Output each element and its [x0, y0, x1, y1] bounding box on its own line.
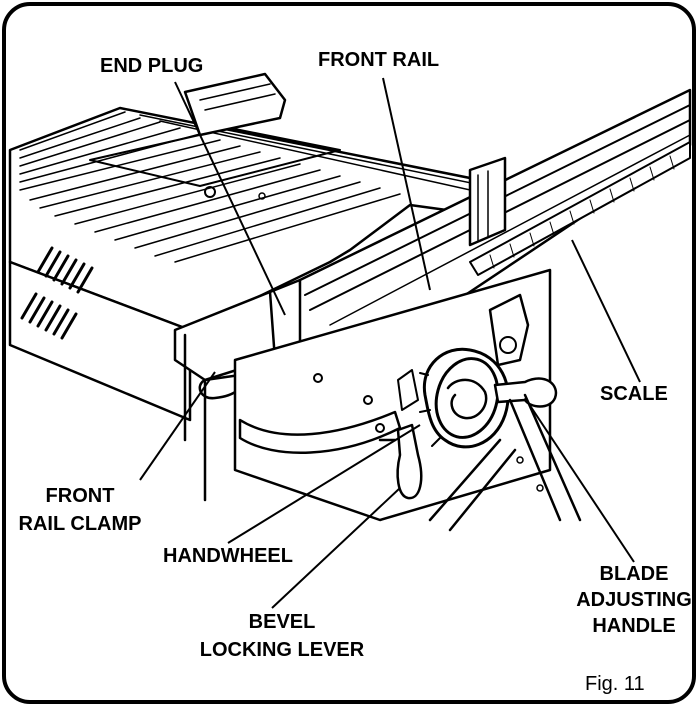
label-front-rail-clamp-line2: RAIL CLAMP — [19, 513, 142, 535]
leader-lines — [139, 77, 641, 609]
label-scale: SCALE — [600, 383, 668, 405]
leader-front-rail — [382, 77, 431, 291]
label-bevel-locking-lever-line2: LOCKING LEVER — [200, 639, 365, 661]
figure-caption: Fig. 11 — [585, 673, 645, 695]
bevel-locking-lever[interactable] — [396, 423, 423, 500]
table-bolt — [204, 186, 216, 198]
handwheel[interactable] — [419, 347, 510, 449]
leader-front-rail-clamp — [139, 371, 216, 481]
leader-blade-adjusting-handle — [524, 397, 635, 563]
leader-end-plug — [174, 81, 286, 316]
label-front-rail-clamp-line1: FRONT — [46, 485, 115, 507]
label-blade-adjusting-handle-line1: BLADE — [600, 563, 669, 585]
label-end-plug: END PLUG — [100, 55, 203, 77]
label-blade-adjusting-handle-line3: HANDLE — [592, 615, 675, 637]
table-bolt — [258, 192, 266, 200]
cabinet-vents — [20, 246, 94, 340]
label-front-rail: FRONT RAIL — [318, 49, 439, 71]
leader-bevel-locking-lever — [271, 487, 401, 609]
leader-scale — [571, 239, 641, 383]
label-blade-adjusting-handle-line2: ADJUSTING — [576, 589, 692, 611]
leader-handwheel — [227, 424, 421, 544]
label-bevel-locking-lever-line1: BEVEL — [249, 611, 316, 633]
label-handwheel: HANDWHEEL — [163, 545, 293, 567]
scale-strip — [469, 141, 691, 276]
saw-illustration — [8, 72, 692, 532]
